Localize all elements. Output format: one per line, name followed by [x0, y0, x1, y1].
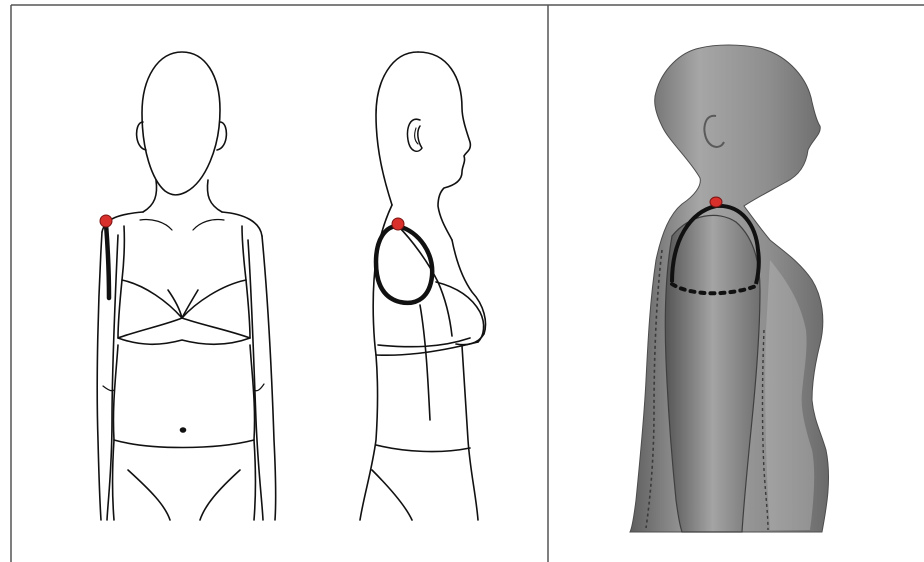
front-view-figure [97, 52, 275, 520]
side-panties-waistband [376, 445, 470, 452]
front-neck-left [143, 180, 157, 212]
front-panties-leg-left [128, 470, 170, 520]
side-torso-front [462, 346, 478, 520]
front-bra-strap-left [122, 226, 124, 280]
scan-panel [630, 45, 829, 532]
scan-shoulder-landmark [710, 197, 722, 207]
front-head-outline [142, 52, 220, 195]
front-arm-left-outer [97, 232, 102, 520]
front-neck-right [207, 180, 222, 212]
scan-arm [665, 215, 760, 532]
front-shoulder-landmark [100, 215, 112, 227]
front-navel [181, 428, 186, 432]
front-arm-right-outer [262, 236, 276, 520]
front-torso-left [113, 345, 118, 440]
side-chest-line [452, 240, 486, 345]
drawing-panel [97, 52, 485, 520]
front-bra-cup-right [182, 280, 250, 338]
front-panties-waistband [114, 440, 254, 448]
side-torso-back [360, 355, 378, 520]
side-back-of-head [376, 52, 418, 205]
front-bra-strap-right [242, 226, 246, 280]
front-arm-measure-line [106, 224, 109, 298]
front-bra-band [118, 338, 250, 344]
front-collarbone-right [193, 219, 224, 230]
side-armhole-measure-line [376, 226, 432, 303]
side-arm-line [420, 305, 430, 420]
front-panties-leg-right [200, 470, 240, 520]
front-panties-right-edge [254, 440, 256, 520]
front-bra-cup-left [118, 280, 182, 338]
side-view-figure [360, 52, 486, 520]
side-head-outline [418, 52, 470, 240]
side-shoulder-landmark [392, 218, 404, 230]
side-panties-leg [372, 470, 412, 520]
front-panties-left-edge [113, 440, 115, 520]
side-bra-cup [436, 282, 484, 342]
front-collarbone-left [140, 219, 172, 230]
